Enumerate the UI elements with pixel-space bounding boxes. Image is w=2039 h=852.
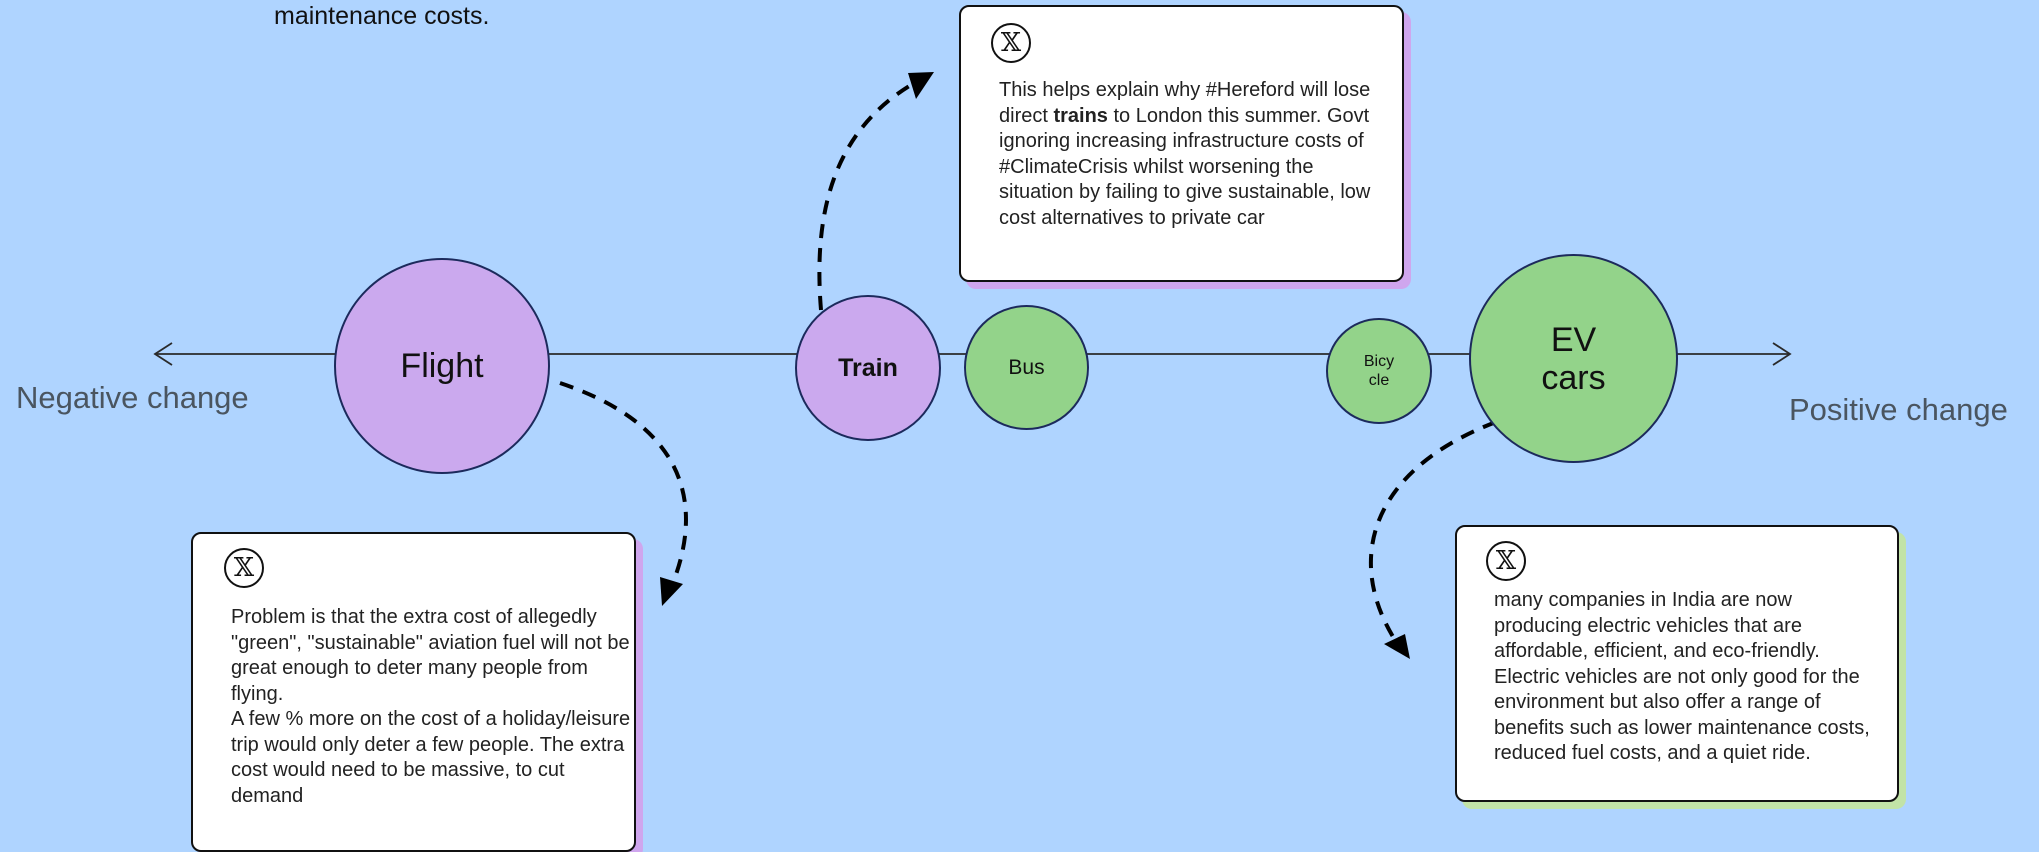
connector-train-arrowhead [908, 72, 934, 99]
tweet-text-ev: many companies in India are now producin… [1494, 589, 1870, 764]
tweet-text-flight-paragraph2: A few % more on the cost of a holiday/le… [231, 708, 631, 807]
tweet-card-flight: 𝕏 Problem is that the extra cost of alle… [191, 532, 636, 852]
top-text: maintenance costs. [274, 2, 490, 30]
positive-change-label: Positive change [1789, 392, 2008, 427]
tweet-text-train-part1: This helps explain why #Hereford will lo… [999, 79, 1371, 127]
node-flight[interactable]: Flight [334, 258, 550, 474]
connector-flight-to-tweet [559, 381, 688, 591]
node-bicycle-label-line2: cle [1368, 372, 1390, 389]
tweet-card-ev: 𝕏 many companies in India are now produc… [1455, 525, 1899, 802]
node-train[interactable]: Train [795, 295, 941, 441]
axis-right-arrowhead [1772, 342, 1792, 366]
node-bus-label: Bus [1008, 355, 1045, 379]
node-flight-label: Flight [400, 346, 484, 385]
node-bus[interactable]: Bus [964, 305, 1089, 430]
connector-train-to-tweet [817, 74, 929, 311]
connector-flight-arrowhead [660, 577, 683, 606]
node-ev-cars-label-line2: cars [1541, 358, 1606, 397]
node-train-label: Train [838, 353, 898, 382]
tweet-card-train: 𝕏 This helps explain why #Hereford will … [959, 5, 1404, 282]
x-logo-icon[interactable]: 𝕏 [991, 23, 1031, 63]
connector-ev-to-tweet [1368, 420, 1497, 642]
connector-ev-arrowhead [1384, 634, 1410, 659]
node-bicycle-label-line1: Bicy [1363, 353, 1395, 370]
tweet-text-flight: Problem is that the extra cost of allege… [231, 605, 631, 809]
negative-change-label: Negative change [16, 380, 249, 415]
node-bicycle[interactable]: Bicy cle [1326, 318, 1432, 424]
tweet-text-train-part2: to London this summer. Govt ignoring inc… [999, 104, 1371, 229]
node-ev-cars[interactable]: EV cars [1469, 254, 1678, 463]
tweet-text-flight-paragraph1: Problem is that the extra cost of allege… [231, 606, 630, 705]
x-logo-icon[interactable]: 𝕏 [1486, 541, 1526, 581]
node-ev-cars-label-line1: EV [1550, 320, 1597, 359]
axis-left-arrowhead [153, 342, 173, 366]
x-logo-icon[interactable]: 𝕏 [224, 548, 264, 588]
tweet-text-train-bold: trains [1053, 104, 1108, 127]
tweet-text-train: This helps explain why #Hereford will lo… [999, 78, 1391, 231]
